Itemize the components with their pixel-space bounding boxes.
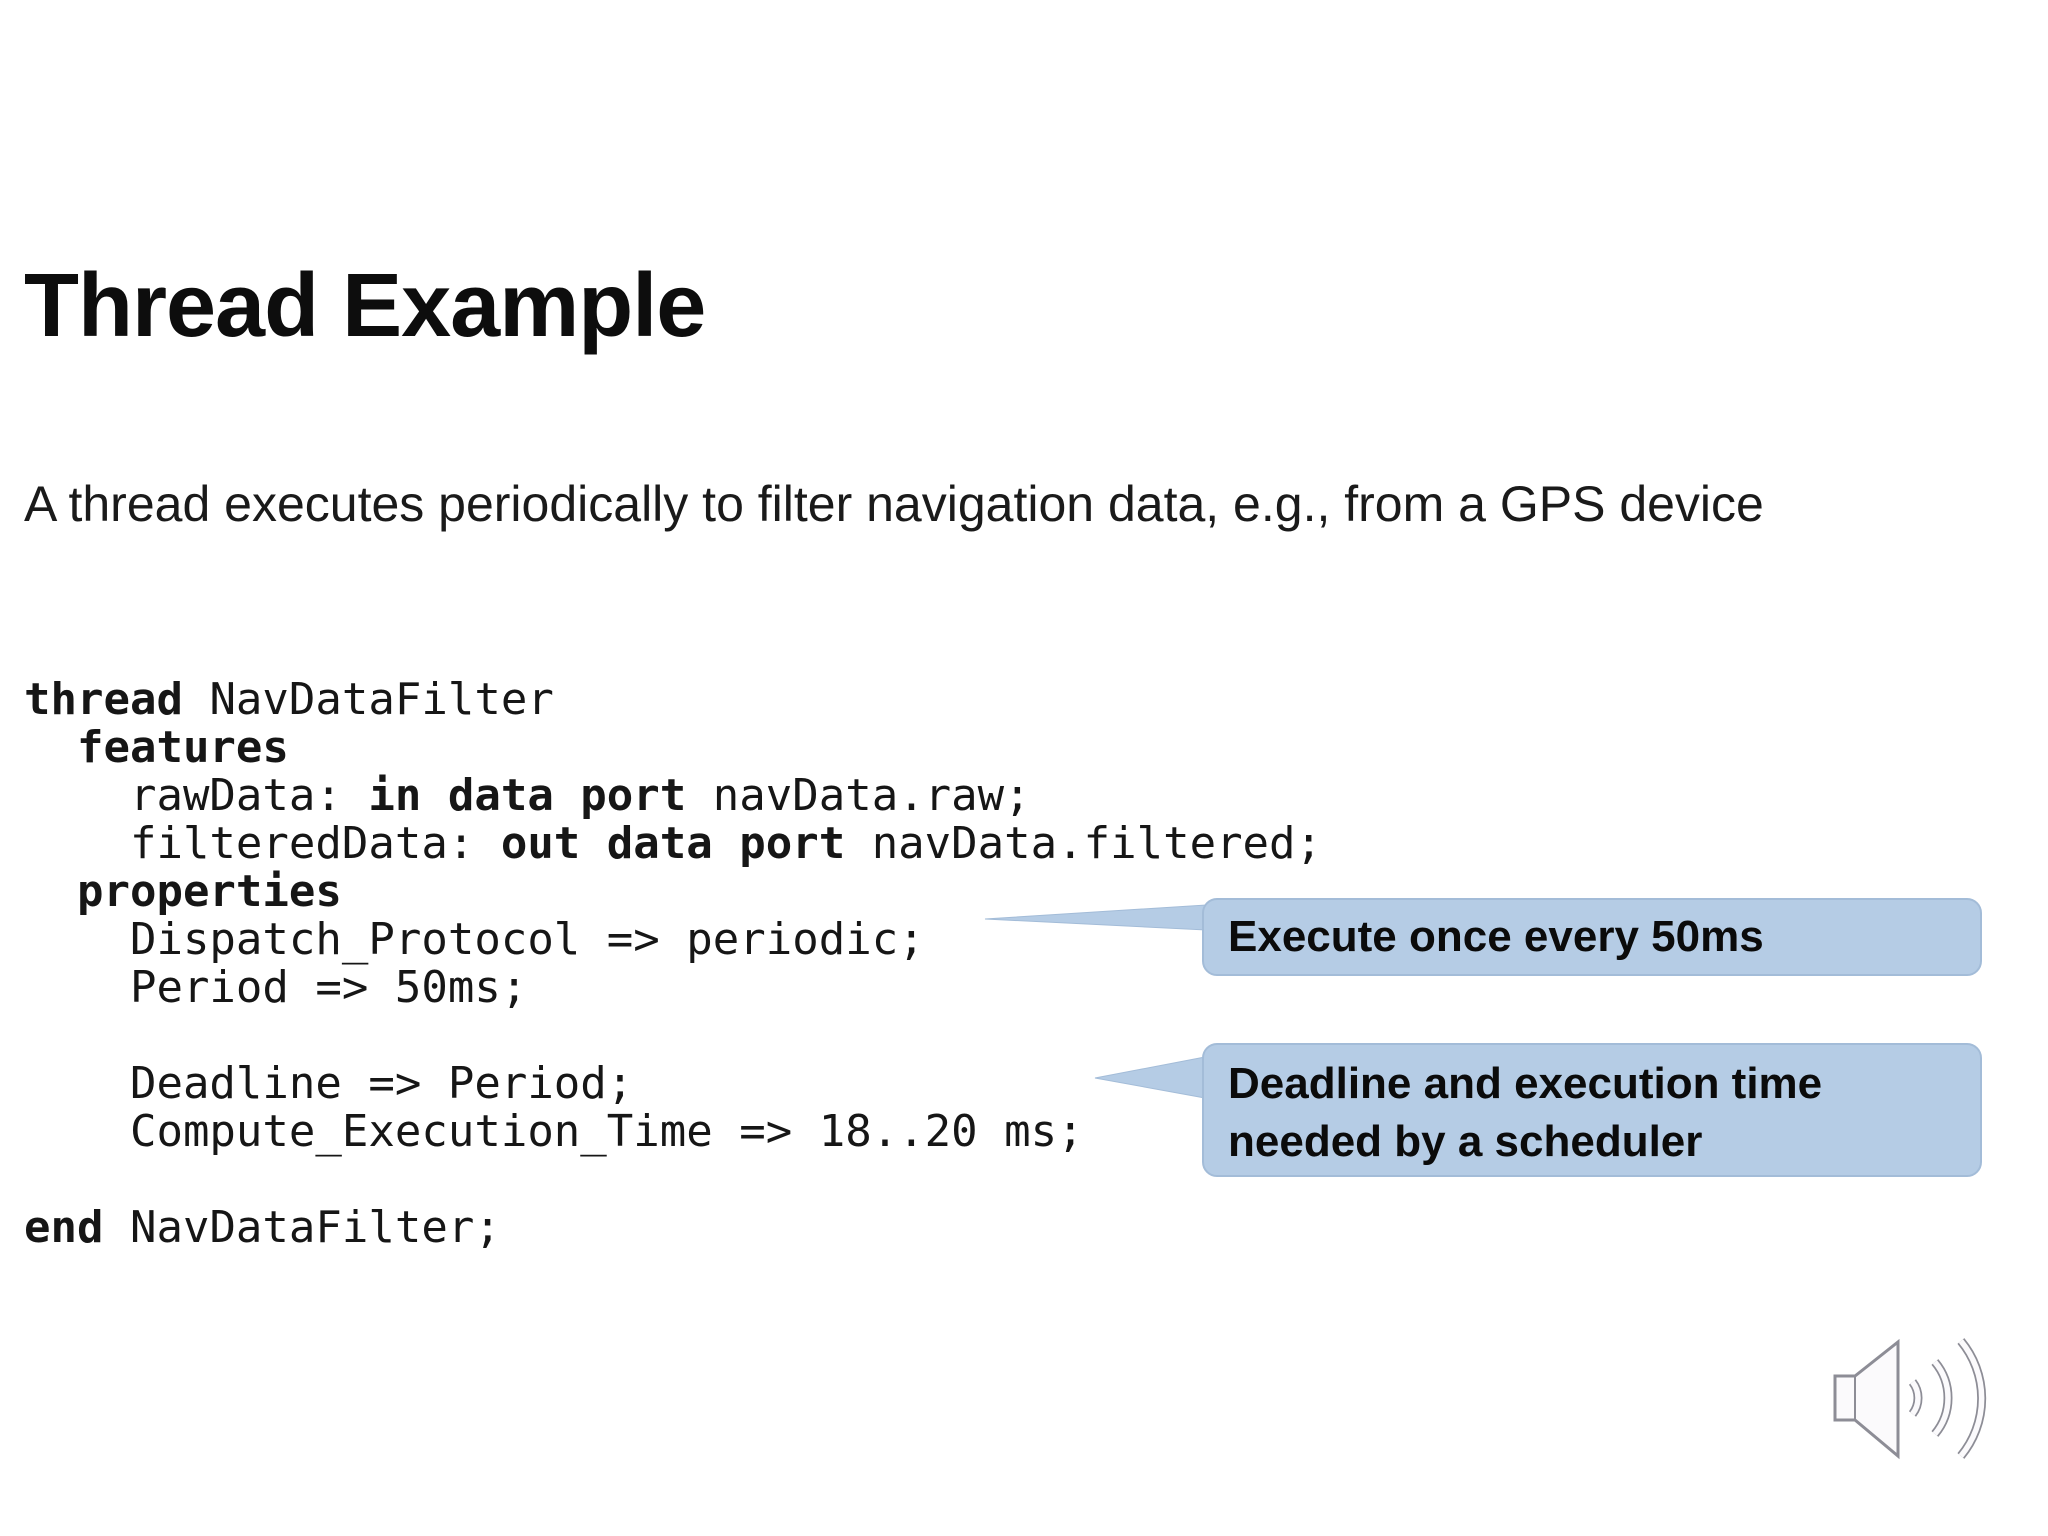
code-line: rawData: in data port navData.raw;	[24, 770, 1031, 821]
callout-deadline-scheduler: Deadline and execution time needed by a …	[1202, 1043, 1982, 1177]
code-line: Compute_Execution_Time => 18..20 ms;	[24, 1106, 1084, 1157]
callout-pointer-left-icon	[1094, 1056, 1206, 1099]
callout-text: Execute once every 50ms	[1228, 912, 1764, 961]
slide-subtitle: A thread executes periodically to filter…	[24, 476, 1764, 532]
callout-text: Deadline and execution time	[1228, 1059, 1823, 1108]
code-block: thread NavDataFilter features rawData: i…	[24, 676, 1322, 1252]
speaker-icon[interactable]	[1832, 1338, 2002, 1462]
code-line: thread NavDataFilter	[24, 674, 554, 725]
code-line	[24, 1156, 1322, 1204]
callout-text: needed by a scheduler	[1228, 1117, 1703, 1166]
code-line: features	[76, 722, 289, 773]
code-line: Deadline => Period;	[24, 1058, 634, 1109]
code-line: filteredData: out data port navData.filt…	[24, 818, 1323, 869]
callout-pointer-left-icon	[984, 904, 1207, 931]
code-line: properties	[76, 866, 342, 917]
page-title: Thread Example	[24, 256, 706, 356]
code-line: end NavDataFilter;	[24, 1202, 501, 1253]
code-line: Period => 50ms;	[24, 962, 528, 1013]
callout-execute-period: Execute once every 50ms	[1202, 898, 1982, 976]
code-line: Dispatch_Protocol => periodic;	[24, 914, 925, 965]
